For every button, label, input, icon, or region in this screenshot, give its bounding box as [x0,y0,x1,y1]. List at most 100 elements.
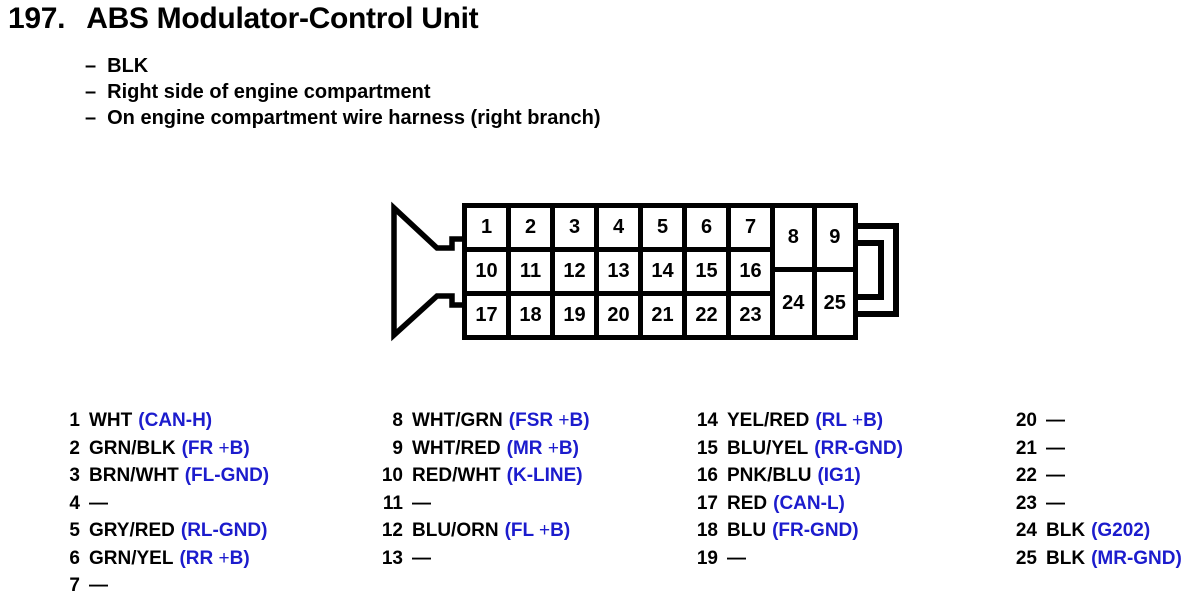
pin-row: 11— [367,493,590,521]
pin-row: 22— [1001,465,1182,493]
pin-signal-name: (FL +B) [504,520,571,541]
pin-signal-name: (MR-GND) [1091,547,1182,569]
pin-wire-color: BRN/WHT [89,465,179,486]
plus-sign: + [558,410,570,431]
connector-pin-cell: 21 [643,296,682,335]
bullet-dash: – [85,55,97,77]
pin-row: 24 BLK(G202) [1001,520,1182,548]
pin-number: 20 [1015,410,1037,431]
pin-signal-name: (FR +B) [181,437,250,459]
pin-wire-color: BLU/YEL [727,437,809,459]
plus-sign: + [851,410,864,431]
connector-pin-cell: 15 [687,252,726,291]
pin-empty-marker: — [1046,410,1065,431]
pin-number: 14 [696,410,718,431]
connector-pin-cell: 4 [599,208,638,247]
pin-row: 4— [50,493,269,521]
pin-number: 12 [381,520,403,541]
pin-wire-color: GRN/BLK [89,437,176,459]
pin-wire-color: WHT [89,410,133,431]
pin-number: 13 [381,547,403,569]
pin-signal-name: (K-LINE) [506,465,583,486]
pin-row: 19— [682,548,903,576]
pin-wire-color: WHT/GRN [412,410,503,431]
bullet-dash: – [85,81,97,103]
pin-row: 21 — [1001,438,1182,466]
pin-signal-name: (RR +B) [179,547,250,569]
pin-signal-name: (CAN-L) [773,492,845,514]
pin-wire-color: RED/WHT [412,465,501,486]
pin-number: 3 [69,465,80,486]
pin-row: 5 GRY/RED(RL-GND) [50,520,269,548]
pin-number: 4 [69,492,80,514]
connector-pin-cell: 10 [467,252,506,291]
pin-signal-name: (FL-GND) [184,465,270,486]
pin-row: 7— [50,575,269,600]
connector-pin-cell: 3 [555,208,594,247]
pin-wire-color: GRN/YEL [89,547,174,569]
pin-signal-name: (MR +B) [506,437,579,459]
bullet-dash: – [85,107,97,129]
pin-row: 3 BRN/WHT(FL-GND) [50,465,269,493]
pin-wire-color: RED [727,492,768,514]
connector-pin-cell: 12 [555,252,594,291]
pin-number: 10 [381,465,403,486]
pin-number: 5 [69,520,80,541]
pin-wire-color: WHT/RED [412,437,501,459]
pin-empty-marker: — [412,547,431,569]
pin-empty-marker: — [1046,437,1065,459]
pin-empty-marker: — [1046,465,1065,486]
pin-number: 6 [69,547,80,569]
connector-pin-cell: 9 [816,208,853,267]
pin-number: 24 [1015,520,1037,541]
pin-wire-color: BLK [1046,520,1086,541]
connector-pin-cell: 17 [467,296,506,335]
pin-signal-name: (G202) [1091,520,1151,541]
section-number: 197. [8,2,66,35]
connector-pin-cell: 16 [731,252,770,291]
connector-pin-cell: 22 [687,296,726,335]
pin-number: 8 [392,410,403,431]
connector-pin-cell: 25 [816,272,853,335]
pin-number: 21 [1015,437,1037,459]
pin-signal-name: (FSR +B) [508,410,590,431]
location-notes: –BLK–Right side of engine compartment–On… [85,53,601,131]
connector-pin-cell: 24 [775,272,812,335]
pin-number: 19 [696,547,718,569]
pin-row: 13 — [367,548,590,576]
pin-number: 25 [1015,547,1037,569]
pin-signal-name: (RR-GND) [814,437,903,459]
plus-sign: + [539,520,551,541]
page-title: 197. ABS Modulator-Control Unit [8,2,479,36]
plus-sign: + [218,547,230,569]
pin-signal-name: (IG1) [817,465,861,486]
pin-number: 9 [392,437,403,459]
pin-number: 17 [696,492,718,514]
pin-signal-name: (CAN-H) [138,410,213,431]
pin-row: 17 RED(CAN-L) [682,493,903,521]
bullet-text: Right side of engine compartment [107,81,431,103]
connector-pin-cell: 2 [511,208,550,247]
bullet-text: On engine compartment wire harness (righ… [107,107,601,129]
connector-pin-cell: 7 [731,208,770,247]
pin-wire-color: GRY/RED [89,520,175,541]
pin-signal-name: (FR-GND) [772,520,859,541]
pin-signal-name: (RL-GND) [180,520,268,541]
pin-signal-name: (RL +B) [815,410,884,431]
section-title: ABS Modulator-Control Unit [86,2,479,35]
pin-row: 9 WHT/RED(MR +B) [367,438,590,466]
pin-empty-marker: — [1046,492,1065,514]
pin-number: 18 [696,520,718,541]
connector-pin-cell: 11 [511,252,550,291]
pin-row: 10 RED/WHT(K-LINE) [367,465,590,493]
